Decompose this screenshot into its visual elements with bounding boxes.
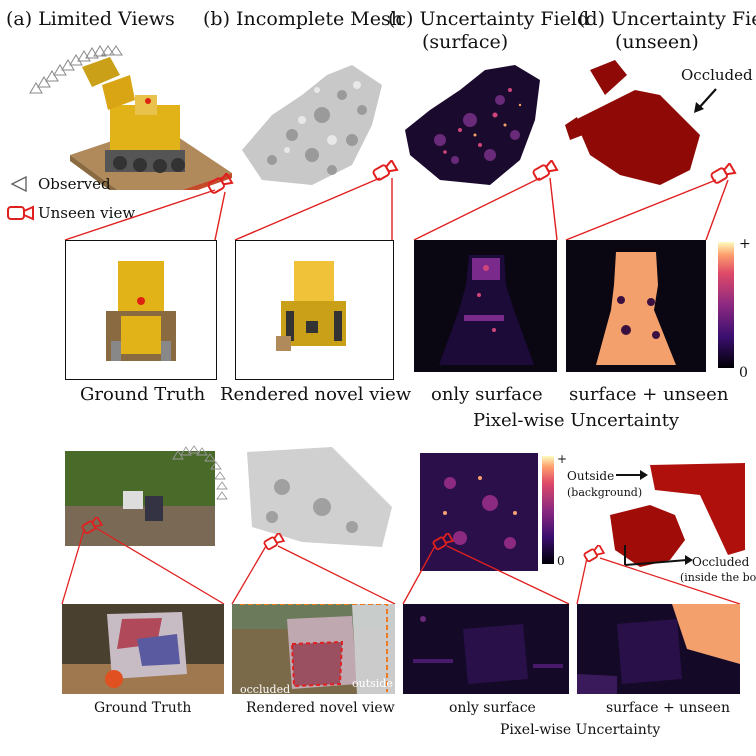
outside-arrow <box>616 470 648 480</box>
bottom-outside-label: Outside <box>567 469 615 483</box>
bottom-background-label: (background) <box>567 486 643 499</box>
top-colorbar <box>718 242 734 368</box>
bottom-inside-box-label: (inside the box) <box>680 571 756 584</box>
occluded-label: Occluded <box>681 66 753 84</box>
top-caption-surface-unseen: surface + unseen <box>569 384 729 405</box>
bottom-ground-truth-image <box>62 604 224 694</box>
occluded-arrow <box>694 88 717 113</box>
bottom-uncertainty-surface <box>420 453 538 571</box>
bottom-caption-ground-truth: Ground Truth <box>94 700 192 716</box>
header-incomplete-mesh: (b) Incomplete Mesh <box>203 8 403 30</box>
observed-cameras-arc <box>29 45 232 190</box>
outside-small-label: outside <box>352 677 393 690</box>
legend-unseen: Unseen view <box>38 204 136 222</box>
header-uncertainty-surface: (c) Uncertainty Field <box>388 8 590 30</box>
uncertainty-field-unseen <box>565 60 700 185</box>
unseen-camera-icon <box>7 205 34 221</box>
top-caption-rendered: Rendered novel view <box>220 384 412 405</box>
header-limited-views: (a) Limited Views <box>6 8 175 30</box>
top-surface-unseen-image <box>566 240 706 372</box>
top-only-surface-image <box>414 240 557 372</box>
bottom-colorbar-min: 0 <box>557 554 565 568</box>
unseen-camera-a <box>207 173 234 194</box>
header-uncertainty-unseen-sub: (unseen) <box>615 31 699 53</box>
bottom-scene-photo <box>65 451 215 546</box>
uncertainty-field-surface <box>405 65 540 185</box>
bottom-observed-cameras <box>172 445 228 500</box>
top-caption-only-surface: only surface <box>431 384 543 405</box>
unseen-camera-c <box>532 160 559 181</box>
occluded-small-label: occluded <box>240 683 291 696</box>
top-caption-pixelwise: Pixel-wise Uncertainty <box>473 410 680 431</box>
header-uncertainty-surface-sub: (surface) <box>422 31 509 53</box>
header-uncertainty-unseen: (d) Uncertainty Field <box>578 8 756 30</box>
unseen-camera-b <box>372 160 399 181</box>
bottom-occluded-label: Occluded <box>692 555 750 569</box>
bottom-unseen-camera-d <box>583 545 606 563</box>
top-rendered-novel-view-image <box>235 240 394 380</box>
bottom-caption-surface-unseen: surface + unseen <box>606 700 730 716</box>
top-colorbar-max: + <box>739 236 751 252</box>
bottom-only-surface-image <box>403 604 569 694</box>
bottom-incomplete-mesh <box>247 447 392 547</box>
bottom-colorbar-max: + <box>557 452 568 466</box>
incomplete-mesh-render <box>242 65 382 185</box>
bottom-caption-pixelwise: Pixel-wise Uncertainty <box>500 722 661 738</box>
bottom-rendered-image <box>232 604 395 694</box>
top-ground-truth-image <box>65 240 217 380</box>
legend-observed: Observed <box>38 175 111 193</box>
bottom-caption-rendered: Rendered novel view <box>246 700 395 716</box>
bottom-surface-unseen-image <box>577 604 740 694</box>
observed-camera-icon <box>10 175 27 193</box>
bottom-uncertainty-unseen <box>610 463 745 567</box>
top-caption-ground-truth: Ground Truth <box>80 384 206 405</box>
top-colorbar-min: 0 <box>739 365 748 381</box>
bottom-colorbar <box>542 456 554 564</box>
bottom-caption-only-surface: only surface <box>449 700 536 716</box>
occluded-axis-arrow <box>624 545 693 566</box>
unseen-camera-d <box>710 163 737 184</box>
